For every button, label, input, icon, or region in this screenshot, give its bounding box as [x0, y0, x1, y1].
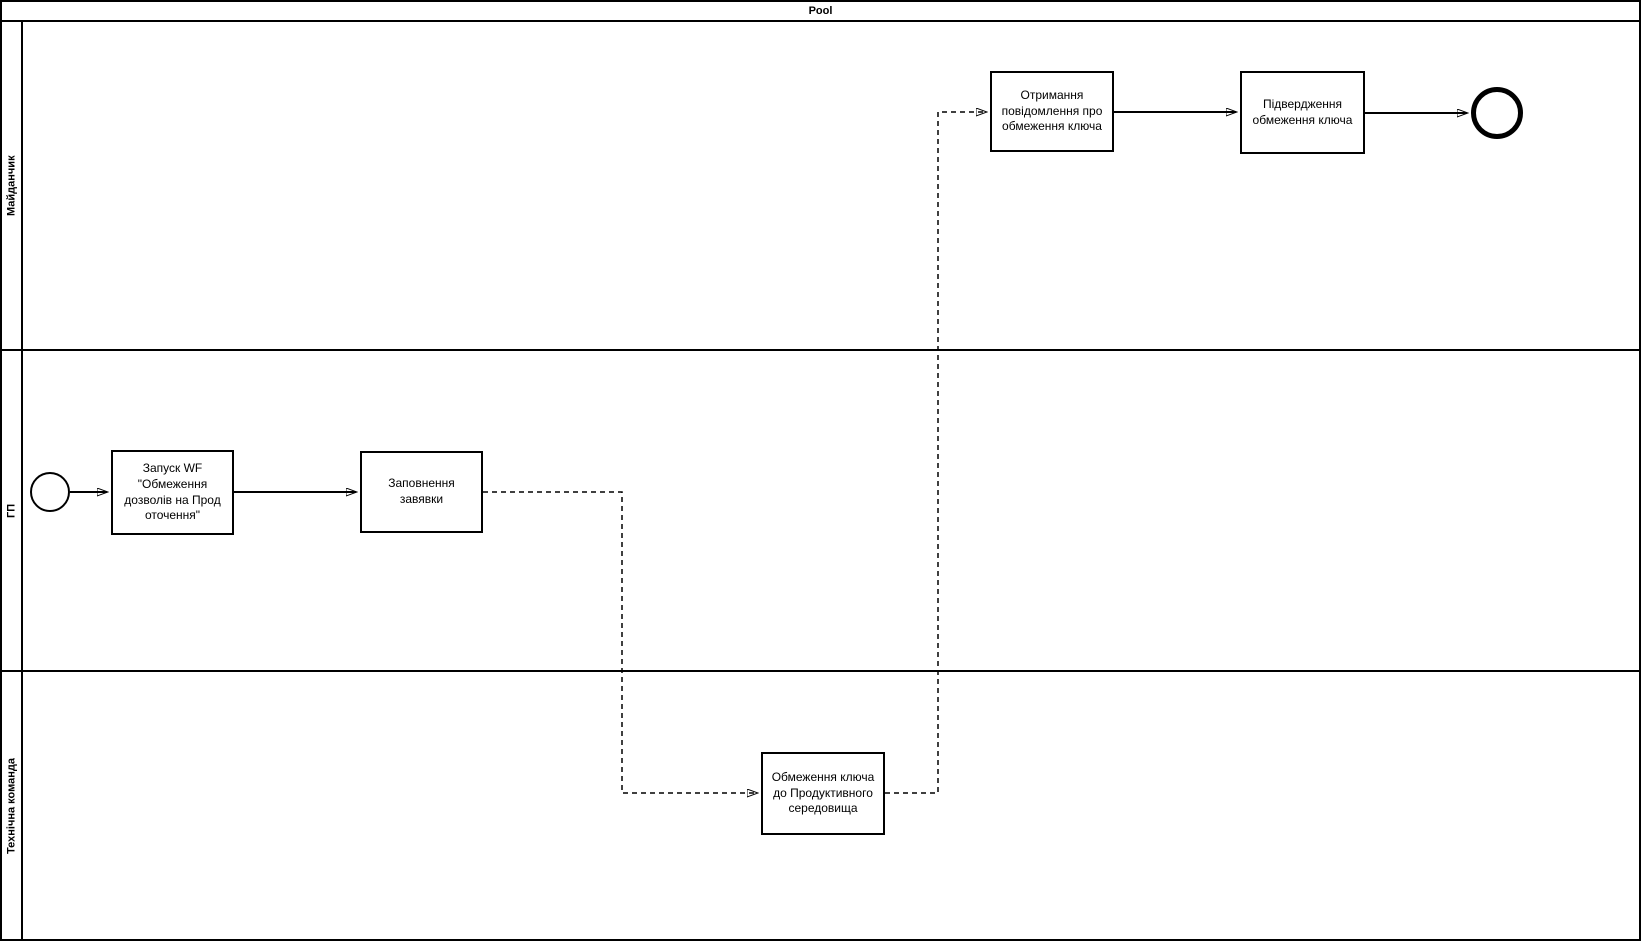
message-flow-obmezhennia-to-otrymannia — [885, 112, 986, 794]
task-otrymannia-povidomlennia[interactable]: Отримання повідомлення про обмеження клю… — [990, 71, 1114, 152]
start-event-circle[interactable] — [30, 472, 70, 512]
task-zapovnennia-zaiavky[interactable]: Заповнення завявки — [360, 451, 483, 533]
lane-label-tech-team: Технічна команда — [5, 758, 18, 855]
task-label: Отримання повідомлення про обмеження клю… — [1001, 88, 1103, 134]
message-flow-zapovnennia-to-obmezhennia — [483, 491, 757, 793]
pool-header: Pool — [2, 2, 1639, 22]
lane-divider — [2, 670, 1639, 672]
task-label: Обмеження ключа до Продуктивного середов… — [771, 770, 875, 816]
end-event-circle[interactable] — [1471, 87, 1523, 139]
task-label: Запуск WF "Обмеження дозволів на Прод от… — [124, 461, 221, 523]
lane-label-gp: ГП — [5, 503, 18, 518]
task-obmezhennia-kliucha[interactable]: Обмеження ключа до Продуктивного середов… — [761, 752, 885, 835]
pool-title: Pool — [808, 5, 833, 17]
task-pidverdzhennia-obmezhennia[interactable]: Підвердження обмеження ключа — [1240, 71, 1365, 154]
task-zapusk-wf[interactable]: Запуск WF "Обмеження дозволів на Прод от… — [111, 450, 234, 535]
task-label: Підвердження обмеження ключа — [1252, 96, 1353, 127]
lane-label-strip-divider — [21, 22, 23, 939]
task-label: Заповнення завявки — [388, 476, 455, 506]
lane-label-maidanchyk: Майданчик — [5, 155, 18, 216]
lane-divider — [2, 349, 1639, 351]
